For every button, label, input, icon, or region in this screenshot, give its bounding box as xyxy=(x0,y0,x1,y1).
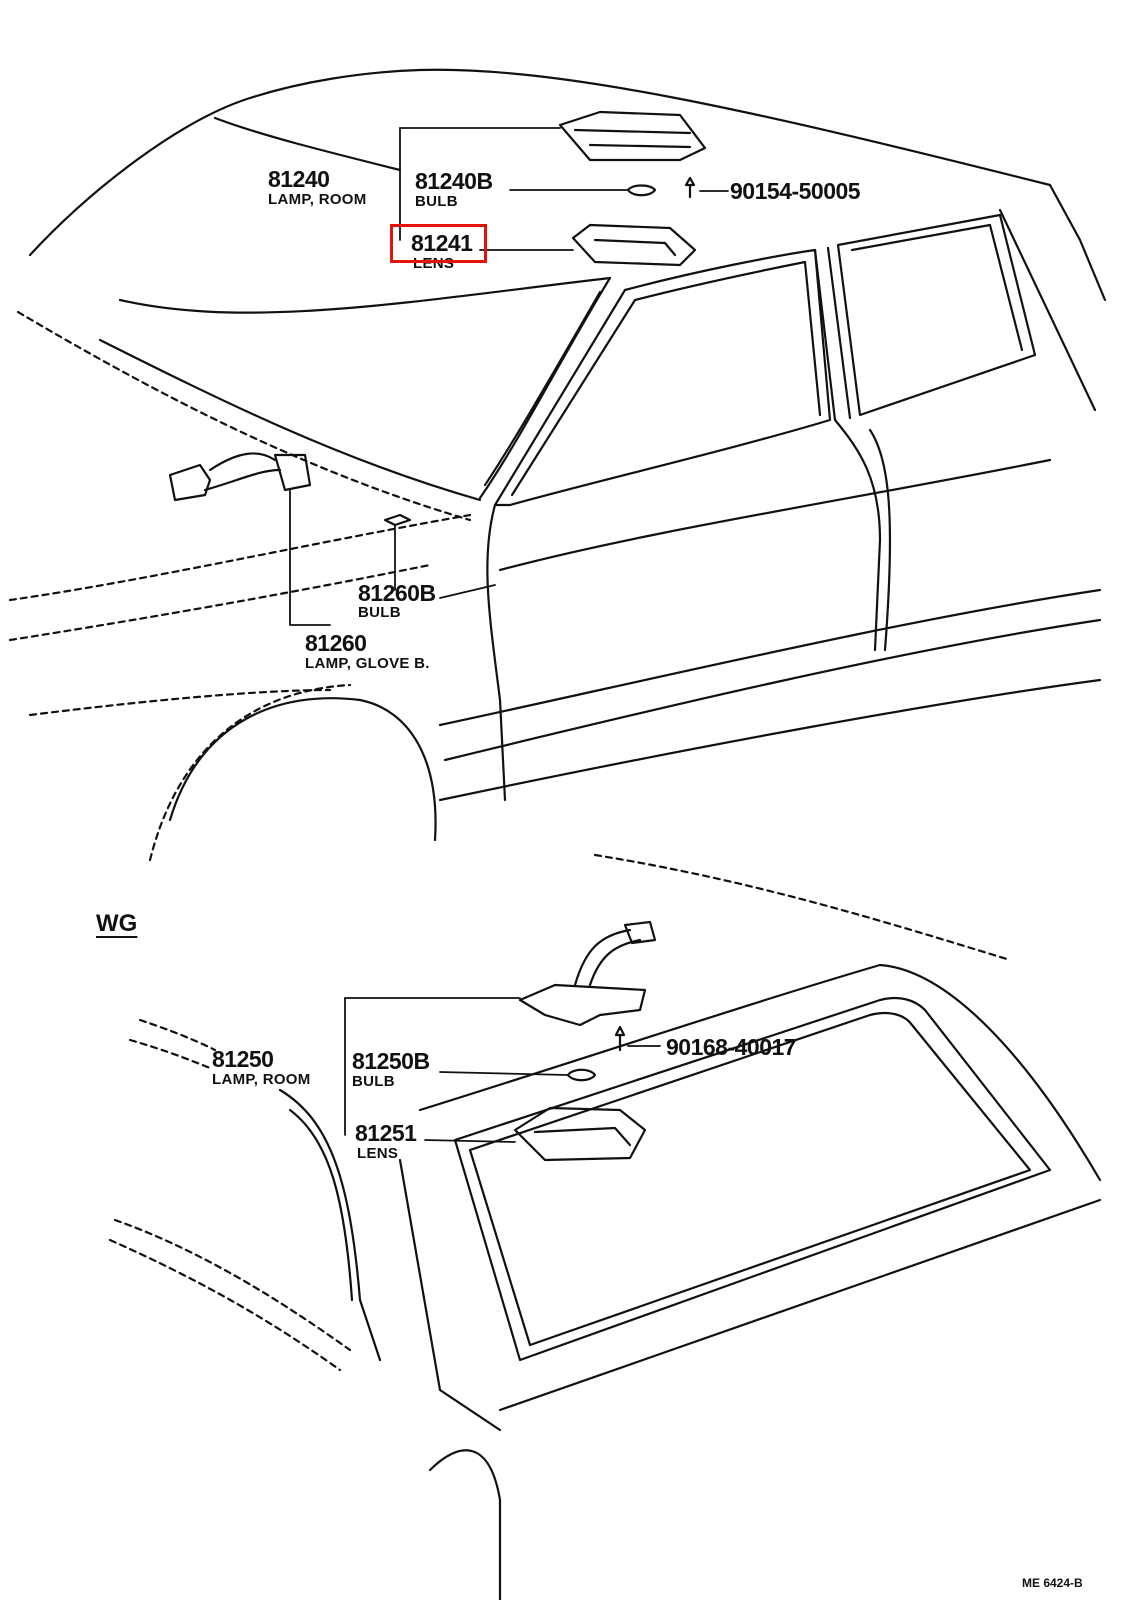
part-number-room-lamp: 81240 xyxy=(268,166,330,192)
front-wheel-arch xyxy=(168,697,437,842)
windshield-inner xyxy=(483,290,602,487)
front-wheel-arch-outer xyxy=(148,683,352,862)
part-name-room-lens: LENS xyxy=(413,255,455,272)
wagon-screw xyxy=(614,1025,626,1052)
part-name-glove-bulb: BULB xyxy=(358,604,401,621)
part-number-room-bulb: 81240B xyxy=(415,168,493,194)
glove-lamp-wire xyxy=(203,468,282,492)
windshield-pillar xyxy=(478,276,612,500)
wagon-side-pillar-inner xyxy=(288,1108,354,1302)
roof-outline xyxy=(28,68,1052,257)
rear-door-window xyxy=(836,213,1037,417)
highlight-box xyxy=(390,224,487,263)
belt-line xyxy=(498,458,1052,572)
front-door-window-inner xyxy=(510,260,822,497)
glove-lamp-wire xyxy=(208,452,277,472)
wagon-dashed xyxy=(113,1218,352,1352)
hood-line xyxy=(28,688,332,717)
part-number-wg-lens: 81251 xyxy=(355,1120,417,1146)
part-number-glove-bulb: 81260B xyxy=(358,580,436,606)
front-door-edge xyxy=(486,503,507,802)
wagon-tailgate-edge xyxy=(398,1158,502,1432)
roof-rear-edge xyxy=(1048,183,1107,302)
hood-line xyxy=(8,513,472,602)
rear-pillar xyxy=(998,208,1097,412)
part-name-wg-room-lamp: LAMP, ROOM xyxy=(212,1071,311,1088)
hood-line xyxy=(8,563,432,642)
wagon-bulb xyxy=(566,1068,597,1082)
sedan-bulb xyxy=(626,184,657,197)
part-number-room-screw: 90154-50005 xyxy=(730,178,861,204)
part-name-room-bulb: BULB xyxy=(415,193,458,210)
part-name-glove-lamp: LAMP, GLOVE B. xyxy=(305,655,430,672)
part-name-room-lamp: LAMP, ROOM xyxy=(268,191,367,208)
wagon-dashed xyxy=(108,1238,342,1372)
wagon-lamp-housing xyxy=(518,983,647,1027)
wagon-lamp-wire xyxy=(573,928,632,987)
part-number-wg-room-lamp: 81250 xyxy=(212,1046,274,1072)
b-pillar xyxy=(813,248,882,652)
side-line xyxy=(443,618,1102,762)
wagon-side-pillar xyxy=(278,1088,382,1362)
figure-code: ME 6424-B xyxy=(1022,1576,1083,1590)
wagon-rear-window xyxy=(453,996,1052,1362)
windshield-top xyxy=(118,276,612,314)
leader-line xyxy=(439,1071,569,1076)
part-number-room-lens: 81241 xyxy=(411,230,473,256)
room-lamp-housing xyxy=(558,110,707,162)
leader-line xyxy=(424,1139,516,1143)
sedan-screw xyxy=(684,176,696,199)
hood-line xyxy=(16,310,472,522)
wagon-rear-window-inner xyxy=(468,1011,1032,1347)
wagon-dashed xyxy=(128,1038,212,1070)
b-pillar-2 xyxy=(826,246,852,420)
leader-line xyxy=(439,584,496,599)
leader-line xyxy=(289,489,331,626)
rear-door-window-inner xyxy=(850,223,1024,352)
part-number-wg-screw: 90168-40017 xyxy=(666,1034,797,1060)
glove-lamp-connector xyxy=(168,463,212,502)
rocker-line xyxy=(438,678,1102,802)
wagon-lens-inner xyxy=(533,1126,632,1147)
part-number-wg-bulb: 81250B xyxy=(352,1048,430,1074)
windshield-bottom xyxy=(98,338,482,502)
side-line xyxy=(438,588,1102,727)
part-name-wg-bulb: BULB xyxy=(352,1073,395,1090)
wagon-lens xyxy=(513,1106,647,1162)
wagon-bumper xyxy=(428,1449,502,1600)
wagon-body-line xyxy=(498,1198,1102,1412)
roof-inner-line xyxy=(213,116,402,172)
wagon-lamp-wire xyxy=(588,938,642,987)
wagon-roof-edge xyxy=(418,963,1102,1182)
wagon-roof xyxy=(593,853,1012,962)
part-number-glove-lamp: 81260 xyxy=(305,630,367,656)
sedan-lens xyxy=(571,223,697,267)
section-title-wg: WG xyxy=(96,910,138,937)
sedan-lens-inner xyxy=(593,238,677,257)
glove-lamp-bulb xyxy=(383,513,412,527)
room-lamp-housing-detail xyxy=(573,128,692,149)
door-seam xyxy=(868,428,892,652)
wagon-dashed xyxy=(138,1018,217,1052)
part-name-wg-lens: LENS xyxy=(357,1145,399,1162)
glove-lamp-socket xyxy=(273,453,312,492)
front-door-window xyxy=(493,248,832,507)
wagon-lamp-connector xyxy=(623,920,657,945)
